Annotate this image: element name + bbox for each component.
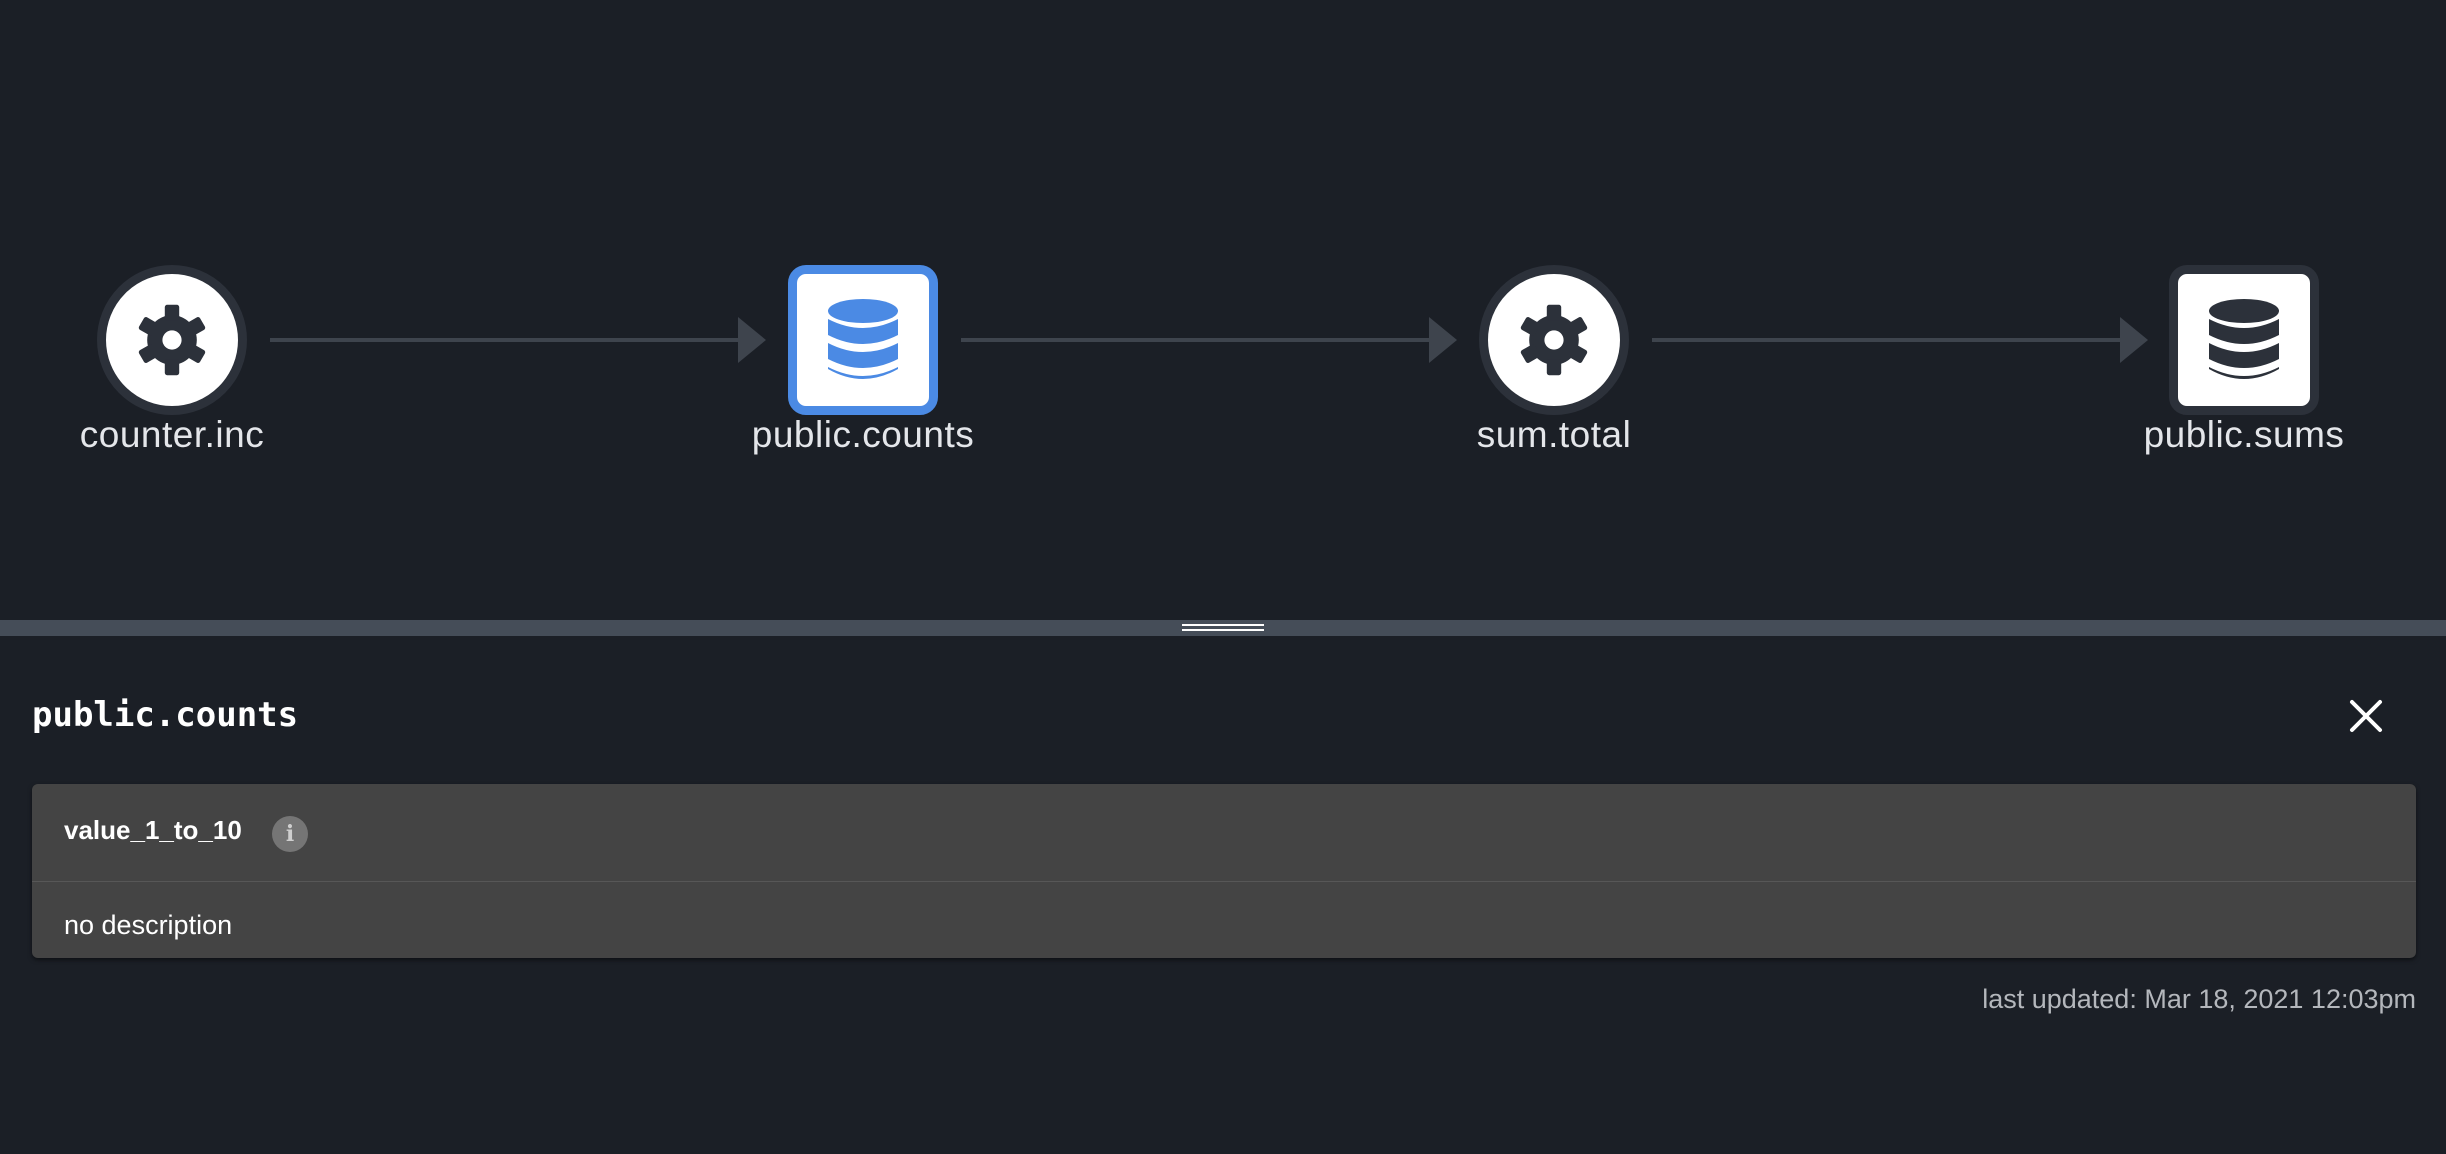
dataset-node-square[interactable] (788, 265, 938, 415)
edge-sum-total-to-public-sums (1652, 338, 2132, 342)
edge-public-counts-to-sum-total (961, 338, 1441, 342)
dataset-node-square[interactable] (2169, 265, 2319, 415)
edge-counter-inc-to-public-counts (270, 338, 750, 342)
field-card: value_1_to_10 no description (32, 784, 2416, 958)
node-public-counts[interactable] (788, 265, 938, 415)
last-updated-timestamp: last updated: Mar 18, 2021 12:03pm (1982, 984, 2416, 1014)
job-node-circle[interactable] (97, 265, 247, 415)
lineage-graph[interactable]: counter.inc public.counts (0, 0, 2446, 620)
node-label-counter-inc: counter.inc (79, 414, 265, 455)
job-node-circle[interactable] (1479, 265, 1629, 415)
node-label-public-counts: public.counts (751, 414, 975, 455)
edge-arrowhead (1429, 317, 1457, 363)
field-name: value_1_to_10 (64, 815, 242, 845)
close-button[interactable] (2346, 696, 2386, 736)
field-description: no description (64, 910, 233, 940)
edge-arrowhead (2120, 317, 2148, 363)
database-icon (828, 299, 898, 379)
field-header: value_1_to_10 (32, 784, 2416, 882)
gear-icon (138, 304, 206, 376)
panel-resize-divider[interactable] (0, 620, 2446, 636)
dataset-details-panel: public.counts value_1_to_10 no descripti… (0, 636, 2446, 1154)
close-icon[interactable] (2346, 696, 2386, 736)
node-counter-inc[interactable] (97, 265, 247, 415)
info-icon[interactable]: i (272, 816, 308, 852)
resize-handle[interactable] (1182, 624, 1264, 633)
node-label-public-sums: public.sums (2143, 414, 2345, 455)
panel-title: public.counts (32, 695, 299, 735)
edge-arrowhead (738, 317, 766, 363)
node-public-sums[interactable] (2169, 265, 2319, 415)
node-label-sum-total: sum.total (1476, 414, 1632, 455)
gear-icon (1520, 304, 1588, 376)
database-icon (2209, 299, 2279, 379)
node-sum-total[interactable] (1479, 265, 1629, 415)
